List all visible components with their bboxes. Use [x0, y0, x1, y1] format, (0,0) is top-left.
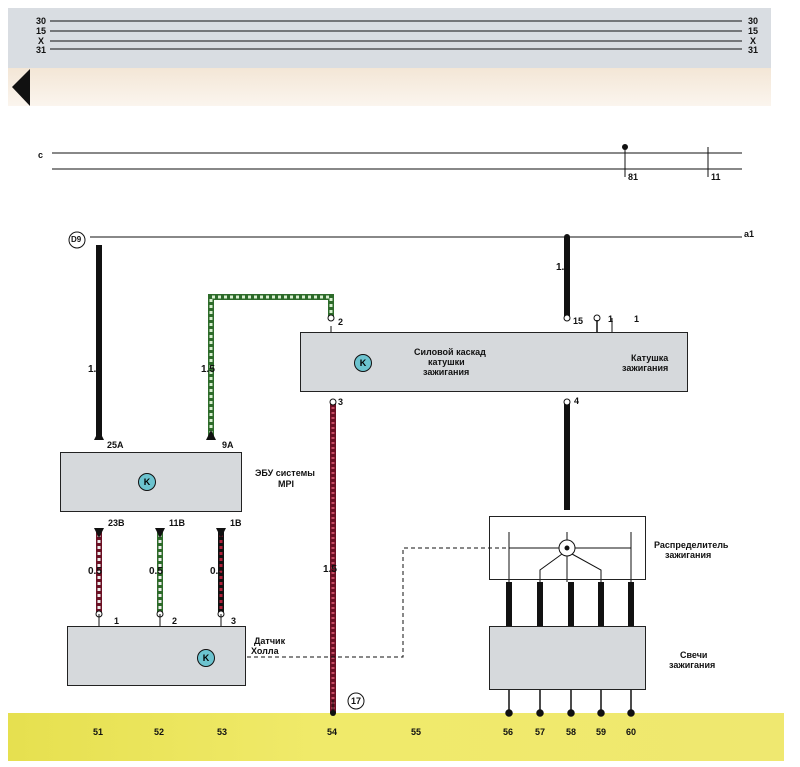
bottom-band — [8, 713, 784, 761]
bus-label-x-right: X — [750, 36, 757, 46]
junction-dot — [622, 144, 628, 150]
ecu-pin-1b: 1B — [230, 518, 242, 528]
column-number: 57 — [535, 727, 546, 737]
bus-label-31-left: 31 — [36, 45, 47, 55]
coil-label-2: зажигания — [622, 363, 669, 373]
hall-sensor-box — [67, 626, 246, 686]
ecu-pin-25a: 25A — [107, 440, 124, 450]
column-number: 53 — [217, 727, 228, 737]
module-label-3: зажигания — [423, 367, 470, 377]
column-number: 60 — [626, 727, 637, 737]
module-label-2: катушки — [428, 357, 465, 367]
coil-label-1: Катушка — [631, 353, 669, 363]
module-pin-3: 3 — [338, 397, 344, 407]
column-number: 56 — [503, 727, 514, 737]
wire-size-11b: 0.5 — [149, 566, 163, 577]
wire-size-9a: 1.5 — [201, 364, 215, 375]
plugs-label-1: Свечи — [680, 650, 708, 660]
hall-pin-2: 2 — [172, 616, 178, 626]
bus-label-30-left: 30 — [36, 16, 47, 26]
module-pin-2: 2 — [338, 317, 344, 327]
distributor-label-1: Распределитель — [654, 540, 729, 550]
hall-pin-1: 1 — [114, 616, 120, 626]
ground-ref-17: 17 — [351, 696, 362, 706]
coil-pin-4: 4 — [574, 396, 580, 406]
column-number: 54 — [327, 727, 338, 737]
wire-size-1b: 0.5 — [210, 566, 224, 577]
top-bus-lines — [50, 20, 742, 50]
page-back-arrow — [12, 69, 30, 106]
ecu-k-icon: K — [138, 473, 156, 491]
distributor-box — [489, 516, 646, 580]
module-k-icon: K — [354, 354, 372, 372]
hall-label-2: Холла — [251, 646, 279, 656]
distributor-label-2: зажигания — [665, 550, 712, 560]
top-bus-band — [8, 8, 771, 68]
bus-label-x-left: X — [38, 36, 45, 46]
hall-label-1: Датчик — [254, 636, 286, 646]
hall-k-icon: K — [197, 649, 215, 667]
wire-size-center: 1.5 — [323, 564, 337, 575]
top-fade-band — [8, 68, 771, 106]
ecu-pin-11b: 11B — [169, 518, 186, 528]
coil-pin-1b: 1 — [634, 314, 640, 324]
plugs-label-2: зажигания — [669, 660, 716, 670]
module-label-1: Силовой каскад — [414, 347, 486, 357]
wire-size-23b: 0.5 — [88, 566, 102, 577]
bus-label-30-right: 30 — [748, 16, 759, 26]
spark-plugs-box — [489, 626, 646, 690]
column-number: 58 — [566, 727, 577, 737]
label-81: 81 — [628, 172, 639, 182]
coil-pin-1a: 1 — [608, 314, 614, 324]
label-11: 11 — [711, 172, 721, 182]
bus-label-15-left: 15 — [36, 26, 47, 36]
hall-pin-3: 3 — [231, 616, 237, 626]
label-a1: a1 — [744, 229, 755, 239]
ecu-pin-23b: 23B — [108, 518, 125, 528]
label-d9: D9 — [71, 235, 82, 244]
column-number: 51 — [93, 727, 104, 737]
label-c: c — [38, 150, 44, 160]
wire-size-d9: 1.5 — [88, 364, 102, 375]
ecu-label-2: MPI — [278, 479, 295, 489]
ecu-box — [60, 452, 242, 512]
bus-label-15-right: 15 — [748, 26, 759, 36]
wire-size-top-right: 1.5 — [556, 262, 570, 273]
ecu-label-1: ЭБУ системы — [255, 468, 315, 478]
column-number: 59 — [596, 727, 607, 737]
ecu-pin-9a: 9A — [222, 440, 234, 450]
coil-pin-15: 15 — [573, 316, 584, 326]
ecu-lower-wires — [94, 528, 226, 618]
column-number: 55 — [411, 727, 422, 737]
bus-label-31-right: 31 — [748, 45, 759, 55]
column-number: 52 — [154, 727, 165, 737]
